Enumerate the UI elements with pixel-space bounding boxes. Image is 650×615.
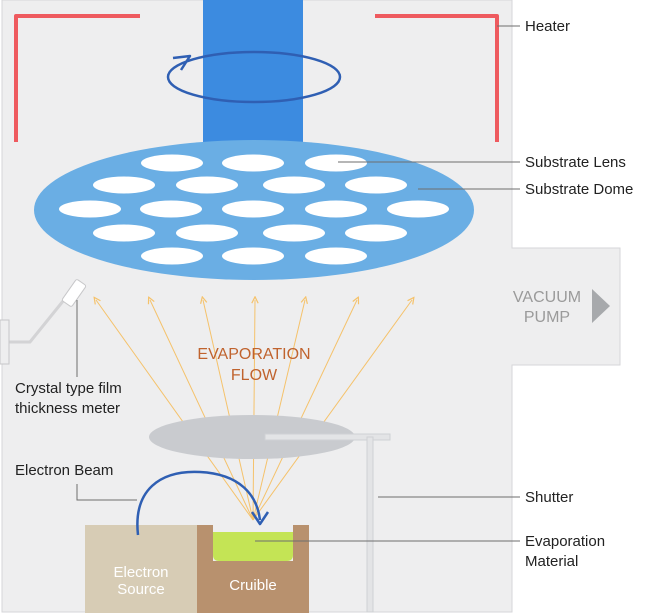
substrate-lens xyxy=(222,247,284,265)
substrate-lens xyxy=(263,224,325,242)
label-crystal-meter-line1: Crystal type film xyxy=(15,380,122,397)
substrate-lens xyxy=(305,154,367,172)
substrate-lens xyxy=(387,200,449,218)
evaporation-flow-ray xyxy=(252,300,412,521)
substrate-lens xyxy=(222,200,284,218)
crystal-meter-holder xyxy=(0,319,10,365)
vacuum-chamber xyxy=(1,0,621,613)
crucible xyxy=(197,525,309,613)
evaporation-flow-ray xyxy=(150,300,254,521)
vacuum-pump-arrow-icon xyxy=(592,289,610,323)
heater-right xyxy=(375,14,499,142)
substrate-lens xyxy=(305,200,367,218)
evaporation-flow-ray xyxy=(96,300,254,521)
evaporation-flow-arrows xyxy=(96,300,412,521)
label-evaporation-material-line1: Evaporation xyxy=(525,533,605,550)
rotation-arrowhead-icon xyxy=(172,54,192,71)
label-substrate-dome: Substrate Dome xyxy=(525,181,633,198)
substrate-lens-group xyxy=(59,154,449,265)
label-crystal-meter-line2: thickness meter xyxy=(15,400,120,417)
substrate-lens xyxy=(140,200,202,218)
substrate-lens xyxy=(176,224,238,242)
label-substrate-lens: Substrate Lens xyxy=(525,154,626,171)
substrate-lens xyxy=(345,176,407,194)
heater-left xyxy=(14,14,140,142)
label-heater: Heater xyxy=(525,18,570,35)
substrate-lens xyxy=(93,224,155,242)
rotation-arrow-icon xyxy=(166,50,342,104)
shutter-arm xyxy=(264,433,391,441)
label-evaporation-material-line2: Material xyxy=(525,553,578,570)
substrate-lens xyxy=(141,247,203,265)
substrate-lens xyxy=(263,176,325,194)
label-electron-source-line2: Source xyxy=(117,581,165,598)
rotation-shaft xyxy=(203,0,303,146)
label-evaporation-flow-line1: EVAPORATION xyxy=(197,346,310,363)
substrate-lens xyxy=(59,200,121,218)
substrate-lens xyxy=(305,247,367,265)
evaporation-flow-ray xyxy=(252,300,357,521)
shutter-plate xyxy=(149,415,355,459)
leader-lines xyxy=(76,25,520,542)
label-shutter: Shutter xyxy=(525,489,573,506)
label-electron-beam: Electron Beam xyxy=(15,462,113,479)
label-evaporation-flow-line2: FLOW xyxy=(231,367,278,384)
electron-beam-arrowhead-icon xyxy=(250,511,270,526)
crystal-meter-arm xyxy=(2,289,74,344)
electron-source xyxy=(85,525,197,613)
evaporation-material xyxy=(213,532,293,561)
substrate-lens xyxy=(141,154,203,172)
label-crucible: Cruible xyxy=(229,577,277,594)
evaporation-flow-ray xyxy=(203,300,254,521)
evaporation-flow-ray xyxy=(252,300,305,521)
substrate-lens xyxy=(222,154,284,172)
label-electron-source-line1: Electron xyxy=(113,564,168,581)
label-vacuum-pump-line1: VACUUM xyxy=(513,289,581,306)
electron-beam-arrow xyxy=(136,470,262,536)
shutter-rod xyxy=(366,436,374,613)
crystal-meter-sensor xyxy=(61,279,87,307)
substrate-lens xyxy=(345,224,407,242)
substrate-lens xyxy=(93,176,155,194)
evaporation-flow-ray xyxy=(253,300,255,521)
label-vacuum-pump-line2: PUMP xyxy=(524,309,570,326)
substrate-lens xyxy=(176,176,238,194)
